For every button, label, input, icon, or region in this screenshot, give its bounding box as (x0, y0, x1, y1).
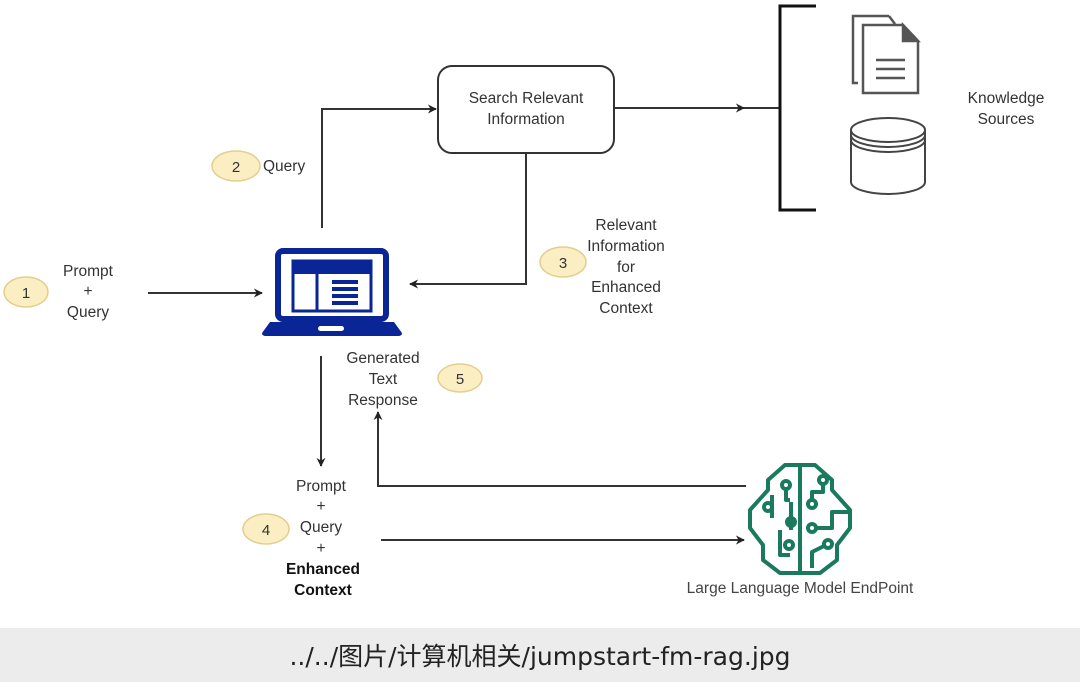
step-badge-3-num: 3 (559, 255, 567, 272)
brain-circuit-icon (748, 463, 852, 575)
knowledge-sources-line1: Knowledge (968, 90, 1045, 107)
step-4-line: Query (300, 519, 342, 536)
step-3-label: Relevant Information for Enhanced Contex… (587, 217, 665, 317)
step-badge-1: 1 (3, 276, 49, 308)
llm-endpoint-label: Large Language Model EndPoint (687, 580, 914, 597)
arrow-llm-to-response (373, 411, 746, 487)
knowledge-bracket (778, 4, 816, 212)
step-badge-2: 2 (211, 150, 261, 182)
step-badge-5: 5 (437, 363, 483, 393)
step-3-line: Information (587, 238, 665, 255)
step-4-line: Prompt (296, 478, 347, 495)
step-3-line: Context (599, 300, 653, 317)
step-5-line: Generated (346, 350, 419, 367)
step-badge-5-num: 5 (456, 371, 464, 388)
rag-diagram: Search Relevant Information Knowledge So… (3, 4, 1045, 599)
laptop-icon (262, 248, 402, 336)
search-node: Search Relevant Information (437, 65, 615, 154)
step-badge-3: 3 (539, 246, 587, 278)
step-1-label: Prompt + Query (63, 263, 114, 321)
arrow-query-to-search (321, 104, 437, 228)
documents-icon (851, 14, 921, 95)
step-badge-4: 4 (242, 513, 290, 545)
step-4-line-bold: Context (294, 582, 352, 599)
step-4-line-bold: Enhanced (286, 561, 360, 578)
database-icon (850, 117, 926, 195)
step-badge-1-num: 1 (22, 285, 30, 302)
caption-bar: ../../图片/计算机相关/jumpstart-fm-rag.jpg (0, 628, 1080, 682)
search-node-line1: Search Relevant (469, 90, 584, 107)
step-4-line: + (316, 498, 325, 515)
connectors (148, 103, 780, 545)
search-node-line2: Information (487, 111, 565, 128)
step-badge-4-num: 4 (262, 522, 270, 539)
step-3-line: Enhanced (591, 279, 661, 296)
step-3-line: Relevant (595, 217, 657, 234)
step-1-line: + (83, 283, 92, 300)
arrow-context-to-app (409, 154, 527, 289)
step-badge-2-num: 2 (232, 159, 240, 176)
step-4-label: Prompt + Query + Enhanced Context (286, 478, 360, 599)
step-4-line: + (316, 540, 325, 557)
step-2-label: Query (263, 158, 305, 175)
step-5-line: Text (369, 371, 398, 388)
knowledge-sources-line2: Sources (978, 111, 1035, 128)
step-1-line: Prompt (63, 263, 114, 280)
step-1-line: Query (67, 304, 109, 321)
step-5-label: Generated Text Response (346, 350, 419, 409)
image-path-caption: ../../图片/计算机相关/jumpstart-fm-rag.jpg (289, 642, 791, 671)
step-5-line: Response (348, 392, 418, 409)
step-3-line: for (617, 259, 635, 276)
